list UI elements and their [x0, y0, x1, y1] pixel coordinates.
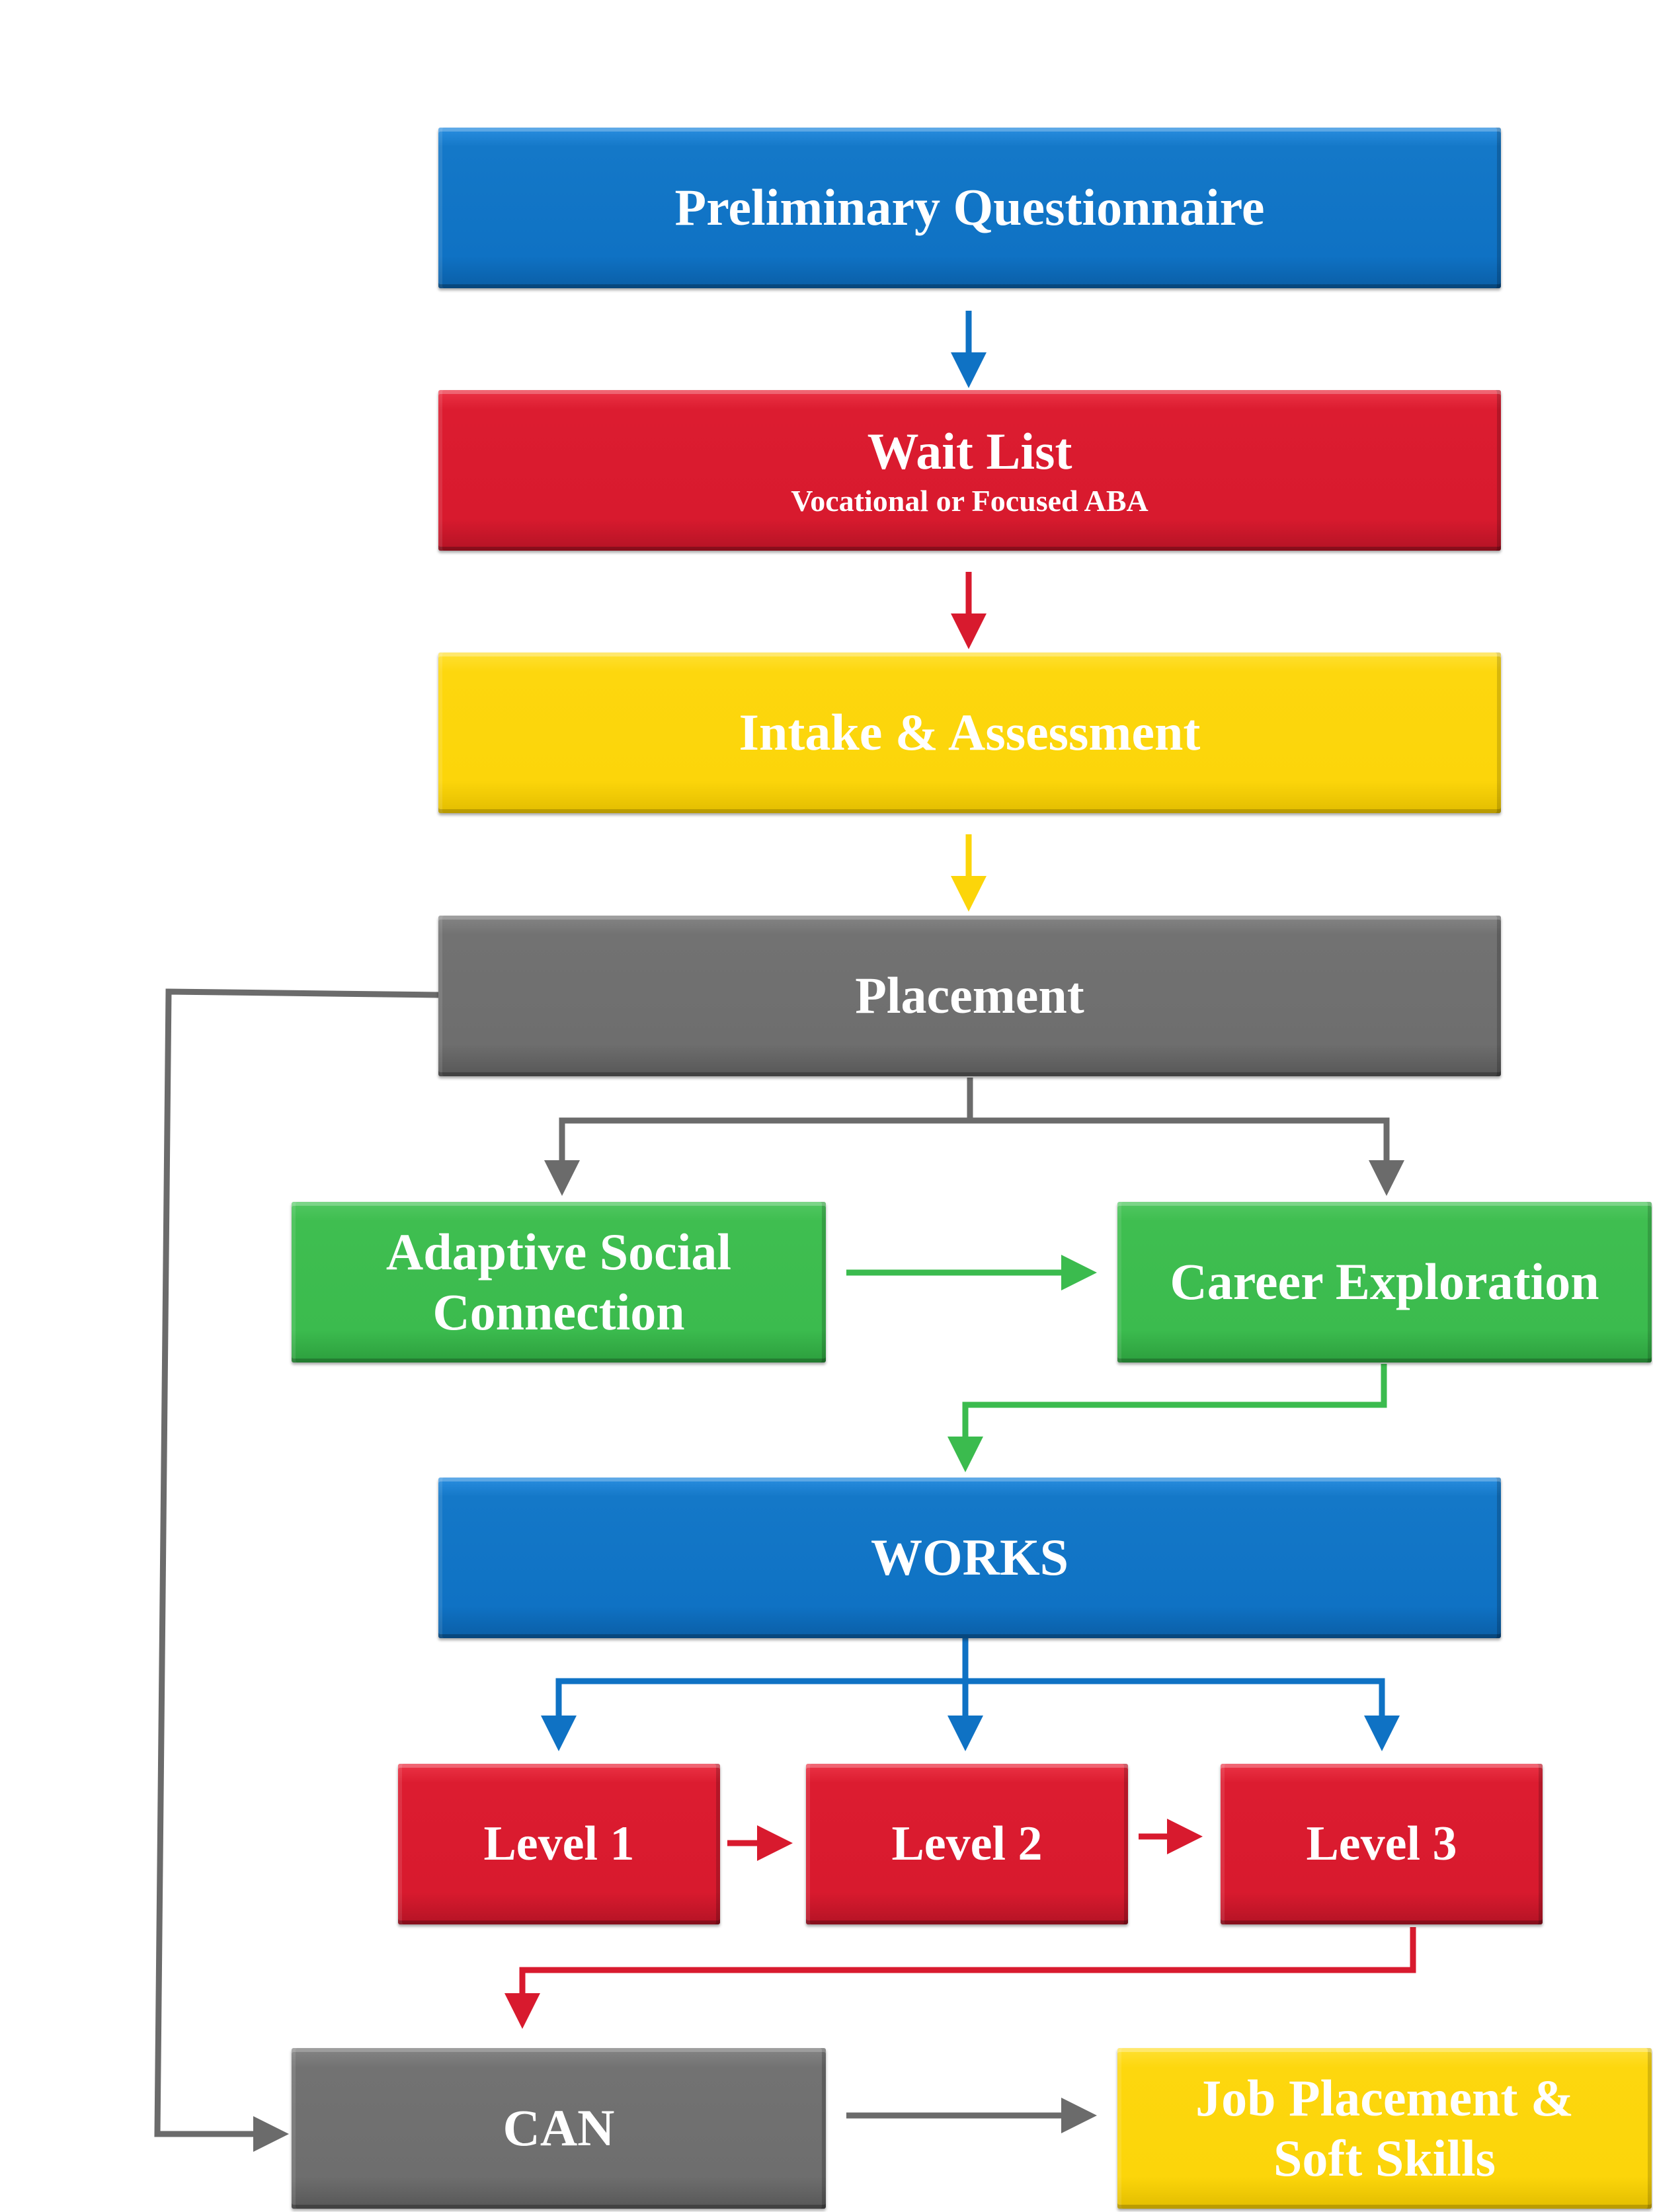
node-intake-assessment: Intake & Assessment [438, 652, 1501, 813]
node-wait-list: Wait List Vocational or Focused ABA [438, 390, 1501, 551]
edge-works-level3 [965, 1678, 1400, 1751]
node-career-label: Career Exploration [1170, 1253, 1599, 1311]
node-placement: Placement [438, 916, 1501, 1076]
node-level-3: Level 3 [1221, 1764, 1543, 1924]
node-career-exploration: Career Exploration [1117, 1202, 1652, 1363]
node-can-label: CAN [503, 2099, 615, 2157]
node-adaptive-social-connection: Adaptive Social Connection [292, 1202, 826, 1363]
node-level-1-label: Level 1 [483, 1816, 635, 1871]
node-works-label: WORKS [870, 1528, 1069, 1587]
node-preliminary-label: Preliminary Questionnaire [674, 178, 1265, 237]
node-wait-list-label: Wait List [867, 422, 1072, 480]
node-level-2-label: Level 2 [891, 1816, 1043, 1871]
edge-level3-can [504, 1927, 1416, 2029]
node-job-placement-soft-skills: Job Placement & Soft Skills [1117, 2048, 1652, 2209]
edge-career-works [947, 1364, 1387, 1472]
node-placement-label: Placement [855, 967, 1084, 1025]
node-works: WORKS [438, 1478, 1501, 1638]
node-wait-list-sublabel: Vocational or Focused ABA [791, 484, 1149, 518]
edge-placement-can [154, 988, 439, 2152]
edge-placement-career [970, 1117, 1404, 1196]
node-level-2: Level 2 [806, 1764, 1128, 1924]
node-level-1: Level 1 [398, 1764, 720, 1924]
edge-placement-split [544, 1078, 973, 1196]
node-can: CAN [292, 2048, 826, 2209]
node-level-3-label: Level 3 [1306, 1816, 1457, 1871]
edge-works-level1 [541, 1678, 965, 1751]
node-job-label: Job Placement & Soft Skills [1195, 2069, 1574, 2187]
node-intake-label: Intake & Assessment [739, 703, 1201, 762]
node-adaptive-label: Adaptive Social Connection [385, 1223, 732, 1341]
node-preliminary-questionnaire: Preliminary Questionnaire [438, 128, 1501, 288]
